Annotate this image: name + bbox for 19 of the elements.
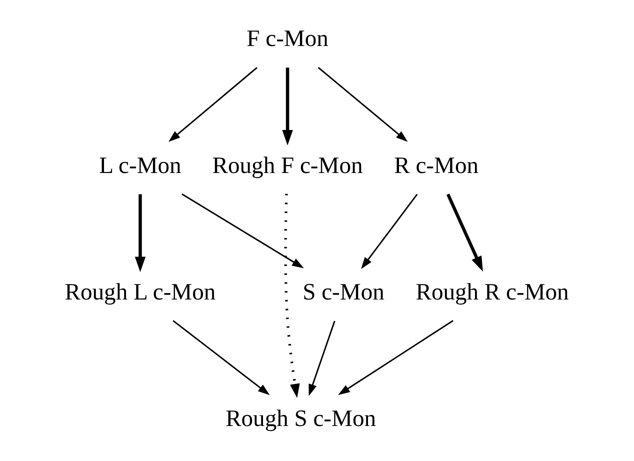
node-text: Rough R c-Mon [416, 279, 569, 306]
arrow [282, 68, 293, 146]
arrow [361, 194, 418, 269]
arrow [318, 67, 408, 142]
node-text: Rough S c-Mon [226, 406, 376, 432]
node-text: F c-Mon [246, 26, 328, 52]
node-text: R c-Mon [394, 152, 479, 179]
node-text: L c-Mon [99, 152, 182, 179]
arrow [168, 67, 258, 142]
node-text: Rough F c-Mon [212, 152, 363, 179]
arrow [446, 194, 483, 272]
arrow [338, 320, 454, 395]
arrow [308, 320, 336, 396]
arrow [134, 194, 146, 272]
arrow [181, 193, 304, 268]
node-text: Rough L c-Mon [64, 279, 216, 306]
arrow [284, 194, 300, 398]
arrow [172, 320, 270, 396]
node-text: S c-Mon [302, 279, 384, 306]
